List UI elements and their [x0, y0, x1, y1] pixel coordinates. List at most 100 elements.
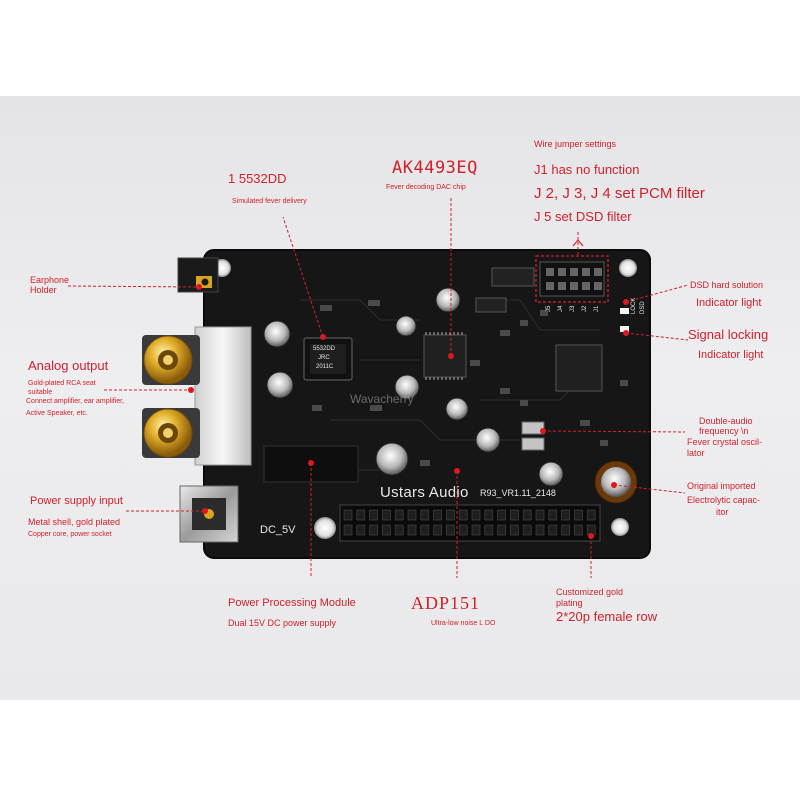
- power-module-title: Power Processing Module: [228, 597, 356, 609]
- header-pin: [382, 524, 391, 536]
- capacitor-label-2: Electrolytic capac-: [687, 495, 761, 505]
- header-pin: [535, 524, 545, 536]
- header-pin: [497, 509, 506, 521]
- analog-desc-2: suitable: [28, 389, 53, 396]
- earphone-label: Earphone Holder: [30, 275, 70, 296]
- customized-gold-2: plating: [556, 598, 583, 608]
- model-silkscreen: R93_VR1.11_2148: [480, 488, 556, 498]
- header-pin: [433, 524, 442, 536]
- indicator-leds: [620, 308, 629, 332]
- dsd-title: DSD hard solution: [690, 280, 764, 290]
- ak4493-title: AK4493EQ: [392, 158, 478, 178]
- crystal-label-2: frequency \n: [699, 426, 749, 436]
- analog-desc-3: Connect amplifier, ear amplifier,: [26, 398, 125, 405]
- j5-note: J 5 set DSD filter: [534, 209, 632, 224]
- header-pin: [510, 524, 519, 536]
- crystal-oscillators: [521, 421, 545, 451]
- header-pin: [522, 524, 532, 536]
- header-pin: [497, 524, 506, 536]
- header-pin: [548, 524, 558, 536]
- jumper-label: J3: [570, 305, 576, 312]
- header-pin: [484, 524, 494, 536]
- crystal-label-1: Double-audio: [699, 416, 753, 426]
- ak4493-desc: Fever decoding DAC chip: [386, 184, 466, 191]
- header-pin: [382, 509, 391, 521]
- op-amp-chip: [303, 337, 353, 381]
- jumper-arrow: [572, 239, 584, 247]
- header-pin: [420, 509, 430, 521]
- rca-connectors: [142, 326, 252, 466]
- power-input-desc-2: Copper core, power socket: [28, 531, 112, 538]
- female-row-label: 2*20p female row: [556, 609, 658, 624]
- header-pin: [484, 509, 494, 521]
- jumper-label: J1: [594, 305, 600, 312]
- header-pin: [446, 524, 455, 536]
- chip-marking-2: JRC: [318, 355, 330, 361]
- header-pin: [420, 524, 430, 536]
- header-pin: [407, 524, 417, 536]
- jumper-label: J5: [546, 305, 552, 312]
- header-pin: [574, 524, 583, 536]
- lock-silkscreen: LOCK: [631, 297, 637, 314]
- header-pin: [356, 524, 366, 536]
- crystal-label-4: lator: [687, 448, 705, 458]
- header-pin: [561, 524, 570, 536]
- watermark: Wavacherry: [350, 392, 414, 406]
- adp151-desc: Ultra-low noise L DO: [431, 620, 496, 627]
- header-pin: [343, 509, 353, 521]
- header-pin: [369, 524, 378, 536]
- capacitor-label-3: itor: [716, 507, 729, 517]
- header-pin: [522, 509, 532, 521]
- header-pin: [343, 524, 353, 536]
- capacitor-label-1: Original imported: [687, 481, 756, 491]
- header-pin: [394, 509, 404, 521]
- jumper-label: J4: [558, 305, 564, 312]
- header-pin: [407, 509, 417, 521]
- header-pin: [535, 509, 545, 521]
- signal-desc: Indicator light: [698, 349, 764, 361]
- dsd-desc: Indicator light: [696, 297, 762, 309]
- customized-gold-1: Customized gold: [556, 587, 624, 597]
- brand-silkscreen: Ustars Audio: [380, 484, 469, 501]
- header-pin: [394, 524, 404, 536]
- header-pin: [574, 509, 583, 521]
- analog-desc-1: Gold-plated RCA seat: [28, 380, 96, 387]
- dc-label-silkscreen: DC_5V: [260, 524, 296, 536]
- header-pin: [433, 509, 442, 521]
- header-pin: [510, 509, 519, 521]
- top-chip: [475, 267, 535, 313]
- op5532-desc: Simulated fever delivery: [232, 198, 307, 205]
- chip-marking-3: 2011C: [316, 364, 334, 370]
- analog-output-title: Analog output: [28, 358, 109, 373]
- header-pin: [369, 509, 378, 521]
- dac-chip: [423, 332, 467, 380]
- gpio-header: [339, 504, 601, 542]
- dsd-silkscreen: DSD: [640, 301, 646, 314]
- header-pin: [471, 509, 481, 521]
- header-pin: [548, 509, 558, 521]
- j234-note: J 2, J 3, J 4 set PCM filter: [534, 185, 705, 202]
- header-pin: [561, 509, 570, 521]
- op5532-title: 1 5532DD: [228, 171, 287, 186]
- signal-title: Signal locking: [688, 327, 769, 342]
- header-pin: [458, 509, 468, 521]
- analog-desc-4: Active Speaker, etc.: [26, 410, 88, 417]
- crystal-label-3: Fever crystal oscil-: [687, 437, 763, 447]
- gold-capacitor: [594, 460, 638, 504]
- header-pin: [446, 509, 455, 521]
- wire-jumper-title: Wire jumper settings: [534, 139, 617, 149]
- smd-components: [312, 300, 628, 466]
- power-input-title: Power supply input: [30, 495, 123, 507]
- power-input-desc-1: Metal shell, gold plated: [28, 517, 121, 527]
- header-pin: [471, 524, 481, 536]
- j1-note: J1 has no function: [534, 162, 640, 177]
- header-pin: [586, 509, 596, 521]
- jumper-header: [535, 255, 609, 303]
- header-pin: [458, 524, 468, 536]
- receiver-chip: [555, 344, 603, 392]
- adp151-title: ADP151: [411, 593, 481, 613]
- chip-marking-1: 5532DD: [313, 346, 336, 352]
- electrolytic-capacitors: [263, 287, 564, 487]
- callout-lines: [67, 198, 689, 578]
